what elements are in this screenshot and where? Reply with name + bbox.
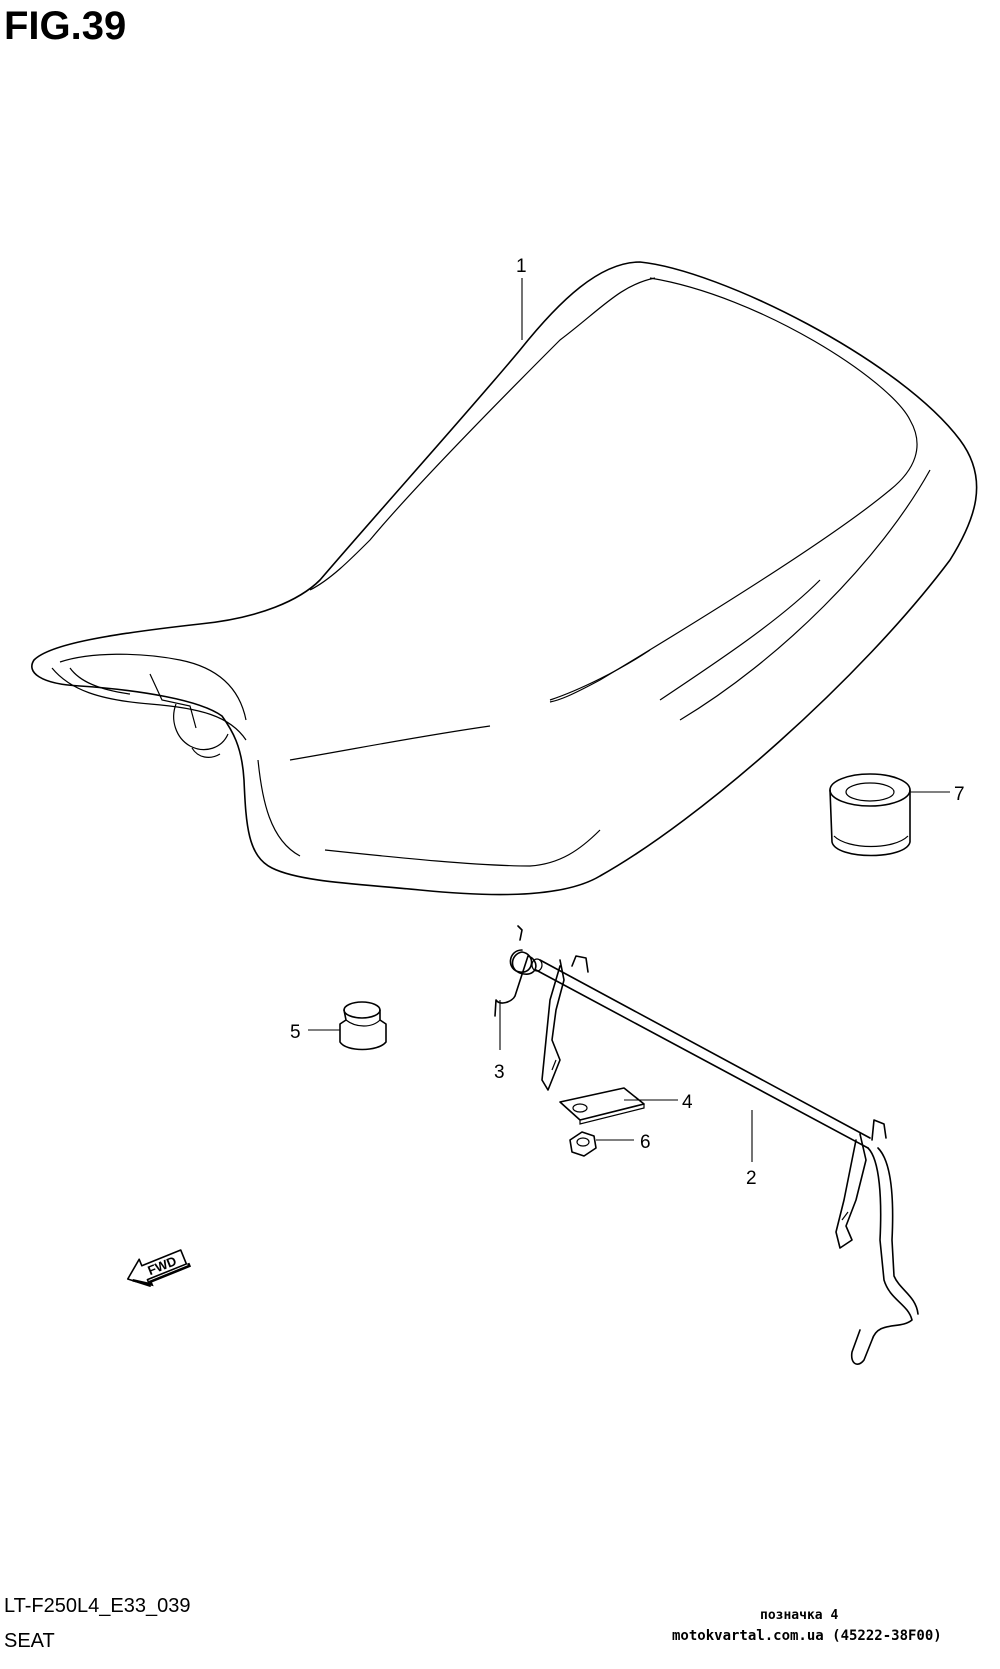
callout-3: 3 [494,1062,505,1083]
cushion-part-7[interactable] [829,773,911,857]
section-name: SEAT [4,1630,55,1652]
model-code: LT-F250L4_E33_039 [4,1595,191,1617]
callout-4: 4 [682,1092,693,1113]
forward-arrow-icon: FWD [126,1249,192,1287]
leader-lines [308,278,950,1162]
figure-title: FIG.39 [4,4,127,48]
reference-mark: позначка 4 [760,1608,839,1623]
source-line: motokvartal.com.ua (45222-38F00) [672,1628,942,1644]
nut-part-6[interactable] [569,1131,597,1157]
latch-rod-part-2[interactable] [531,955,919,1365]
plate-part-4[interactable] [559,1087,645,1125]
callout-1: 1 [516,256,527,277]
callout-5: 5 [290,1022,301,1043]
callout-6: 6 [640,1132,651,1153]
cushion-part-5[interactable] [339,1001,387,1051]
callout-2: 2 [746,1168,757,1189]
spring-part-3[interactable] [494,925,537,1017]
callout-7: 7 [954,784,965,805]
seat-drawing[interactable] [31,261,978,896]
